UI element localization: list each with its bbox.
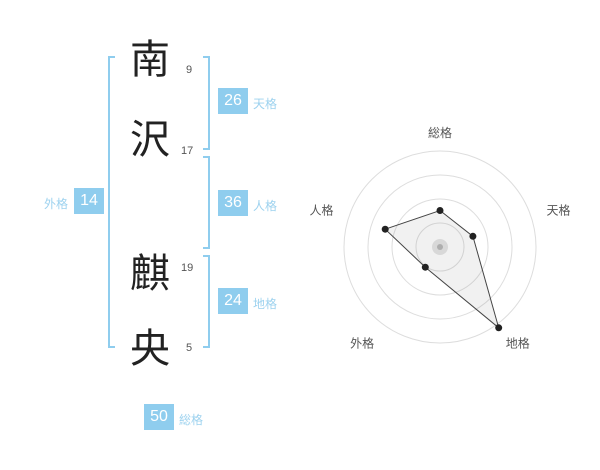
radar-data-point	[436, 207, 444, 214]
jinkaku-bracket	[203, 156, 210, 249]
jinkaku-label: 人格	[253, 199, 278, 213]
soukaku-label: 総格	[179, 413, 204, 427]
radar-axis-label: 地格	[506, 336, 530, 351]
radar-ring	[415, 222, 465, 272]
name-char-4: 央	[130, 327, 170, 371]
radar-polygon	[384, 209, 500, 330]
radar-ring	[391, 198, 489, 296]
stroke-count-2: 17	[181, 145, 194, 157]
chikaku-value-box: 24	[218, 288, 248, 314]
radar-data-point	[469, 232, 477, 240]
name-char-3: 麒	[130, 252, 170, 296]
soukaku-value-box: 50	[144, 404, 174, 430]
name-char-1: 南	[130, 38, 170, 82]
radar-data-point	[381, 225, 389, 233]
radar-data-point	[421, 263, 429, 271]
radar-center-dot	[437, 244, 443, 250]
chikaku-label: 地格	[253, 297, 278, 311]
gaikaku-bracket	[108, 56, 115, 348]
stroke-count-3: 19	[181, 262, 194, 274]
gaikaku-value-box: 14	[74, 188, 104, 214]
gaikaku-label: 外格	[44, 197, 69, 211]
tenkaku-bracket	[203, 56, 210, 150]
radar-axis-label: 天格	[547, 202, 571, 217]
chikaku-bracket	[203, 255, 210, 348]
jinkaku-value-box: 36	[218, 190, 248, 216]
tenkaku-value-box: 26	[218, 88, 248, 114]
radar-ring	[367, 174, 513, 320]
radar-axis-label: 総格	[428, 125, 452, 140]
radar-ring	[343, 150, 537, 344]
radar-axis-label: 外格	[350, 336, 374, 351]
radar-data-point	[495, 324, 503, 332]
radar-axis-label: 人格	[309, 202, 333, 217]
name-char-2: 沢	[130, 118, 170, 162]
stroke-count-1: 9	[186, 64, 193, 76]
stroke-count-4: 5	[186, 342, 193, 354]
tenkaku-label: 天格	[253, 97, 278, 111]
